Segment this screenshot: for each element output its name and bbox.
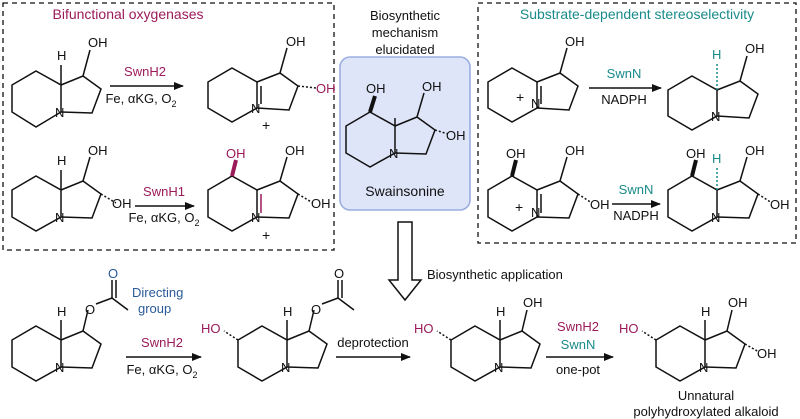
atom-oh-1: OH: [88, 35, 108, 50]
atom-oh-6: OH: [226, 146, 246, 161]
enzyme-r1: SwnH2: [124, 64, 166, 79]
atom-n-8: N: [531, 205, 540, 220]
left-panel-title: Bifunctional oxygenases: [53, 6, 204, 22]
charge-plus-1: +: [262, 117, 270, 133]
molecule-7-product: [641, 309, 760, 382]
atom-oh-16: OH: [590, 197, 610, 212]
atom-oh-2: OH: [286, 34, 306, 49]
atom-n-6: N: [531, 96, 540, 111]
molecule-1-product: [207, 47, 317, 123]
atom-oh-10: OH: [422, 79, 442, 94]
conditions-r5: Fe, αKG, O2: [126, 362, 197, 380]
conditions-r2: Fe, αKG, O2: [128, 210, 199, 228]
atom-oh-12: OH: [565, 34, 585, 49]
atom-oh-15: OH: [565, 143, 585, 158]
enzyme-r3: SwnN: [607, 66, 642, 81]
charge-plus-3: +: [516, 89, 524, 105]
atom-oh-13: OH: [745, 41, 765, 56]
application-label: Biosynthetic application: [427, 267, 563, 282]
molecule-3-product: [667, 55, 759, 131]
center-caption-line-3: elucidated: [375, 42, 434, 57]
enzyme-r2: SwnH1: [143, 184, 185, 199]
atom-n-9: N: [711, 210, 720, 225]
atom-n-13: N: [699, 360, 708, 375]
atom-h-3: H: [712, 47, 721, 62]
hollow-down-arrow: [387, 221, 423, 302]
atom-o-2: O: [108, 266, 118, 281]
molecule-1-substrate: [11, 49, 102, 128]
molecule-5-product: [223, 280, 355, 382]
molecule-5-substrate: [11, 280, 129, 382]
atom-h-4: H: [712, 151, 721, 166]
conditions-r4: NADPH: [613, 208, 659, 223]
atom-ho-1: HO: [201, 321, 221, 336]
directing-label-line-2: group: [138, 301, 171, 316]
atom-oh-11: OH: [446, 128, 466, 143]
atom-oh-20: OH: [523, 295, 543, 310]
enzyme-r7-b: SwnN: [561, 337, 596, 352]
enzyme-r7-a: SwnH2: [557, 319, 599, 334]
atom-oh-4: OH: [88, 143, 108, 158]
atom-h-5: H: [57, 304, 66, 319]
conditions-r1: Fe, αKG, O2: [105, 91, 176, 109]
charge-plus-4: +: [515, 199, 523, 215]
atom-n-5: N: [389, 146, 398, 161]
atom-h-8: H: [701, 304, 710, 319]
atom-o-3: O: [311, 302, 321, 317]
atom-ho-3: HO: [619, 321, 639, 336]
atom-n-10: N: [55, 360, 64, 375]
molecule-2-product: [207, 156, 314, 232]
atom-n-4: N: [251, 210, 260, 225]
atom-oh-21: OH: [728, 295, 748, 310]
atom-oh-18: OH: [745, 143, 765, 158]
atom-oh-3: OH: [316, 81, 336, 96]
atom-o-4: O: [334, 266, 344, 281]
atom-o-1: O: [85, 302, 95, 317]
atom-ho-2: HO: [414, 321, 434, 336]
molecule-2-substrate: [11, 156, 117, 232]
molecule-6: [436, 309, 541, 382]
conditions-r7: one-pot: [556, 362, 600, 377]
molecule-3-substrate: [487, 47, 579, 123]
product-label-line-2: polyhydroxylated alkaloid: [633, 404, 778, 419]
atom-oh-7: OH: [285, 143, 305, 158]
atom-oh-19: OH: [770, 197, 790, 212]
atom-oh-9: OH: [366, 81, 386, 96]
conditions-r3: NADPH: [601, 92, 647, 107]
atom-h-6: H: [283, 304, 292, 319]
center-caption-line-2: mechanism: [372, 25, 438, 40]
atom-n-11: N: [281, 360, 290, 375]
product-label-line-1: Unnatural: [678, 388, 734, 403]
right-panel-border: [477, 2, 797, 244]
atom-h-2: H: [57, 153, 66, 168]
atom-oh-17: OH: [686, 146, 706, 161]
left-panel-border: [2, 2, 335, 251]
enzyme-r4: SwnN: [619, 182, 654, 197]
enzyme-r5: SwnH2: [141, 335, 183, 350]
molecule-4-product: [667, 156, 773, 232]
directing-label-line-1: Directing: [132, 285, 183, 300]
atom-n-12: N: [494, 360, 503, 375]
atom-h-7: H: [496, 304, 505, 319]
atom-n-1: N: [55, 105, 64, 120]
atom-oh-8: OH: [311, 196, 331, 211]
charge-plus-2: +: [262, 227, 270, 243]
swainsonine-box: [339, 56, 471, 211]
swainsonine-label: Swainsonine: [365, 183, 445, 199]
atom-n-2: N: [251, 101, 260, 116]
atom-oh-22: OH: [757, 346, 777, 361]
atom-n-3: N: [55, 210, 64, 225]
center-caption-line-1: Biosynthetic: [370, 8, 441, 23]
swainsonine-structure: [345, 92, 449, 168]
atom-n-7: N: [711, 109, 720, 124]
atom-oh-14: OH: [506, 146, 526, 161]
right-panel-title: Substrate-dependent stereoselectivity: [520, 6, 754, 22]
molecule-4-substrate: [487, 156, 593, 232]
atom-oh-5: OH: [112, 196, 132, 211]
deprotection-label: deprotection: [337, 335, 409, 350]
atom-h-1: H: [57, 48, 66, 63]
